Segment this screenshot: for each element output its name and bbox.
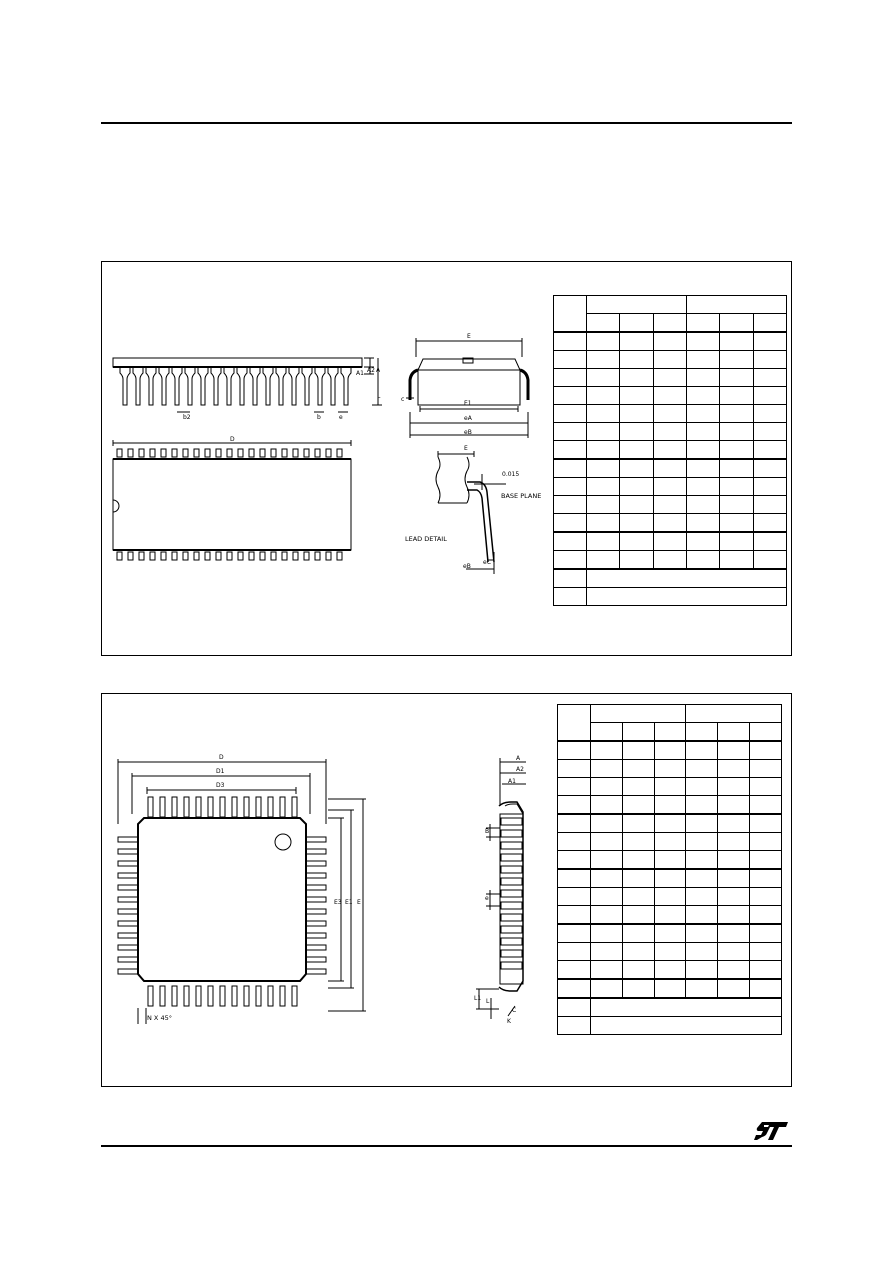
- side-view-pins: [119, 367, 352, 406]
- label-E3: E3: [334, 899, 342, 906]
- label-c: c: [401, 396, 404, 403]
- label-D3: D3: [216, 782, 225, 789]
- label-b2: b2: [183, 414, 191, 421]
- label-eA: eA: [464, 415, 473, 422]
- qfp-package-drawing: D D1 D3 E3 E1 E N X 45° A A2 A1 B e L1 L…: [117, 754, 526, 1025]
- dip-package-drawing: A1 A2 A L b2 b e D E c E1 eA eB E 0.015 …: [112, 333, 541, 574]
- label-E1: E1: [464, 400, 472, 407]
- side-view-body: [112, 357, 363, 368]
- end-view-top: [417, 358, 521, 371]
- st-logo: [754, 1122, 788, 1140]
- footer-rule: [101, 1145, 792, 1147]
- label-eB: eB: [464, 429, 472, 436]
- dimension-table-1: [553, 295, 788, 606]
- label-E1: E1: [345, 899, 353, 906]
- label-base-plane: BASE PLANE: [501, 492, 541, 500]
- label-E-detail: E: [464, 445, 468, 452]
- label-E: E: [467, 333, 471, 340]
- label-L: L: [377, 393, 381, 400]
- top-view-upper-pins: [116, 448, 343, 458]
- pin1-dot: [274, 833, 292, 851]
- qfp-side-leads: [500, 817, 523, 970]
- label-D1: D1: [216, 768, 225, 775]
- label-eC: eC: [483, 559, 491, 566]
- top-view-lower-pins: [116, 551, 343, 561]
- label-A2: A2: [516, 766, 524, 773]
- label-E: E: [357, 899, 361, 906]
- qfp-body: [137, 817, 307, 982]
- label-A1: A1: [508, 778, 516, 785]
- dimension-table-2: [557, 704, 782, 1035]
- label-b: b: [317, 414, 321, 421]
- header-rule: [101, 122, 792, 124]
- label-lead-detail: LEAD DETAIL: [405, 535, 447, 543]
- label-C: C: [512, 1007, 516, 1014]
- qfp-bottom-leads: [147, 985, 298, 1007]
- label-e: e: [339, 414, 343, 421]
- end-view-body: [417, 369, 521, 406]
- label-A: A: [376, 367, 381, 374]
- pin1-notch: [112, 499, 120, 513]
- label-A: A: [516, 755, 521, 762]
- qfp-right-leads: [305, 836, 327, 975]
- label-A2: A2: [367, 367, 375, 374]
- label-D: D: [230, 436, 235, 443]
- top-view-body: [112, 458, 352, 551]
- label-eB-detail: eB: [463, 563, 471, 570]
- qfp-side-body: [499, 813, 524, 985]
- package-drawing-panel-2: D D1 D3 E3 E1 E N X 45° A A2 A1 B e L1 L…: [101, 693, 792, 1087]
- qfp-top-leads: [147, 796, 298, 818]
- label-N-45: N X 45°: [147, 1014, 172, 1022]
- label-L: L: [486, 998, 490, 1005]
- qfp-left-leads: [117, 836, 139, 975]
- lead-detail-break: [435, 456, 441, 504]
- label-0015: 0.015: [502, 471, 519, 478]
- label-K: K: [507, 1018, 512, 1025]
- label-B: B: [485, 828, 489, 835]
- label-e: e: [485, 895, 489, 902]
- package-drawing-panel-1: A1 A2 A L b2 b e D E c E1 eA eB E 0.015 …: [101, 261, 792, 656]
- label-A1: A1: [356, 370, 364, 377]
- label-D: D: [219, 754, 224, 761]
- label-L1: L1: [474, 995, 481, 1002]
